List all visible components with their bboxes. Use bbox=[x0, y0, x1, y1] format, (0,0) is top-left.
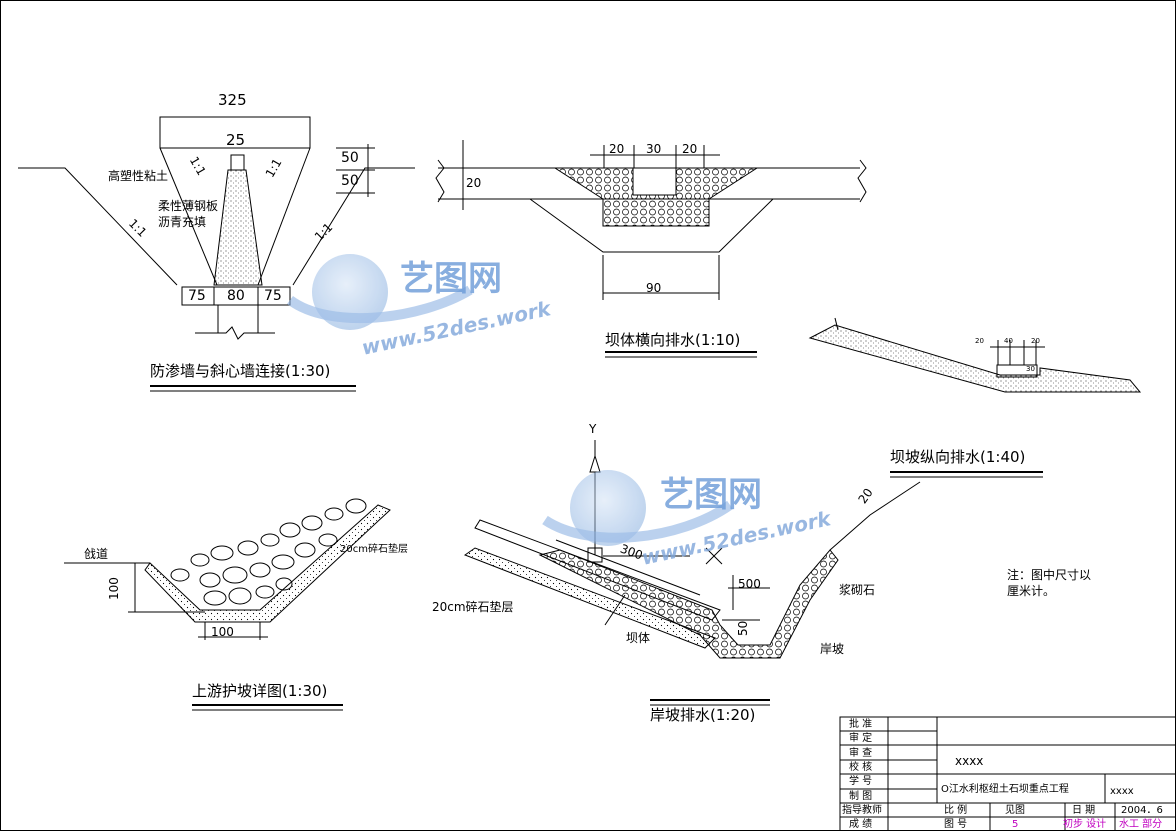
fig2-d-left: 20 bbox=[466, 176, 482, 190]
tb-part: 水工 部分 bbox=[1119, 819, 1163, 830]
fig1-dim-b: 50 bbox=[341, 173, 359, 189]
title-block bbox=[839, 716, 1176, 831]
tb-drawing-no: 5 bbox=[1012, 819, 1019, 830]
fig2-d2: 30 bbox=[646, 142, 662, 156]
watermark-top bbox=[287, 254, 473, 330]
fig1-top-width: 325 bbox=[218, 91, 247, 109]
fig1-label-asphalt: 沥青充填 bbox=[158, 215, 207, 229]
fig5-title: 岸坡排水(1:20) bbox=[650, 706, 756, 724]
fig1-label-clay: 高塑性粘土 bbox=[108, 169, 169, 183]
tb-student-id: 学 号 bbox=[849, 776, 873, 787]
fig4-d-bottom: 100 bbox=[211, 625, 234, 639]
watermark-middle bbox=[542, 470, 733, 546]
fig2-title: 坝体横向排水(1:10) bbox=[605, 331, 741, 349]
fig3-longitudinal-drainage bbox=[808, 317, 1142, 478]
fig5-axis-y: Y bbox=[589, 422, 597, 436]
fig4-label-road: 戗道 bbox=[84, 547, 109, 561]
fig3-d1: 20 bbox=[975, 337, 984, 345]
fig5-label-bank: 岸坡 bbox=[820, 642, 845, 656]
tb-date-label: 日 期 bbox=[1072, 805, 1096, 816]
fig2-d1: 20 bbox=[609, 142, 625, 156]
fig5-d500: 500 bbox=[738, 577, 761, 591]
tb-inspect: 审 查 bbox=[849, 748, 873, 759]
fig4-slope-protection bbox=[64, 498, 391, 711]
fig5-bank-drainage bbox=[463, 440, 921, 706]
tb-stage: 初步 设计 bbox=[1063, 819, 1107, 830]
fig3-title: 坝坡纵向排水(1:40) bbox=[890, 448, 1026, 466]
watermark-brand-middle: 艺图网 bbox=[660, 475, 762, 515]
tb-advisor: 指导教师 bbox=[842, 805, 882, 816]
tb-project-code: xxxx bbox=[1110, 786, 1134, 797]
fig5-d50: 50 bbox=[736, 620, 750, 636]
fig1-core-top: 25 bbox=[226, 131, 246, 149]
tb-name: xxxx bbox=[955, 754, 984, 768]
fig5-label-dam: 坝体 bbox=[626, 631, 651, 645]
tb-check: 校 核 bbox=[849, 762, 873, 773]
tb-drafter: 制 图 bbox=[849, 791, 873, 802]
tb-approve: 批 准 bbox=[849, 719, 873, 730]
tb-grade: 成 绩 bbox=[849, 819, 873, 830]
watermark-brand-top: 艺图网 bbox=[400, 259, 502, 299]
fig4-d-height: 100 bbox=[107, 577, 121, 600]
fig4-label-gravel: 20cm碎石垫层 bbox=[340, 544, 408, 555]
fig1-label-plate: 柔性薄钢板 bbox=[158, 199, 219, 213]
fig3-d4: 30 bbox=[1026, 365, 1035, 373]
fig5-label-masonry: 浆砌石 bbox=[839, 583, 876, 597]
note-line-2: 厘米计。 bbox=[1007, 584, 1056, 598]
fig1-bottom-left: 75 bbox=[188, 288, 206, 304]
tb-review: 审 定 bbox=[849, 733, 873, 744]
fig4-title: 上游护坡详图(1:30) bbox=[192, 682, 328, 700]
tb-scale-value: 见图 bbox=[1005, 805, 1025, 816]
fig2-d-bottom: 90 bbox=[646, 281, 662, 295]
fig1-title: 防渗墙与斜心墙连接(1:30) bbox=[150, 362, 331, 380]
fig2-d3: 20 bbox=[682, 142, 698, 156]
tb-project: O江水利枢纽土石坝重点工程 bbox=[941, 784, 1069, 795]
fig1-bottom-mid: 80 bbox=[227, 288, 245, 304]
fig3-d3: 20 bbox=[1031, 337, 1040, 345]
fig5-label-gravel: 20cm碎石垫层 bbox=[432, 600, 514, 614]
note-line-1: 注：图中尺寸以 bbox=[1007, 568, 1092, 582]
tb-drawing-no-label: 图 号 bbox=[944, 819, 968, 830]
tb-scale-label: 比 例 bbox=[944, 805, 968, 816]
fig3-d2: 40 bbox=[1004, 337, 1013, 345]
fig1-cutoff-wall bbox=[18, 116, 415, 392]
fig1-bottom-right: 75 bbox=[264, 288, 282, 304]
tb-date-value: 2004．6 bbox=[1121, 805, 1163, 816]
fig2-transverse-drainage bbox=[435, 140, 867, 358]
fig1-dim-a: 50 bbox=[341, 150, 359, 166]
